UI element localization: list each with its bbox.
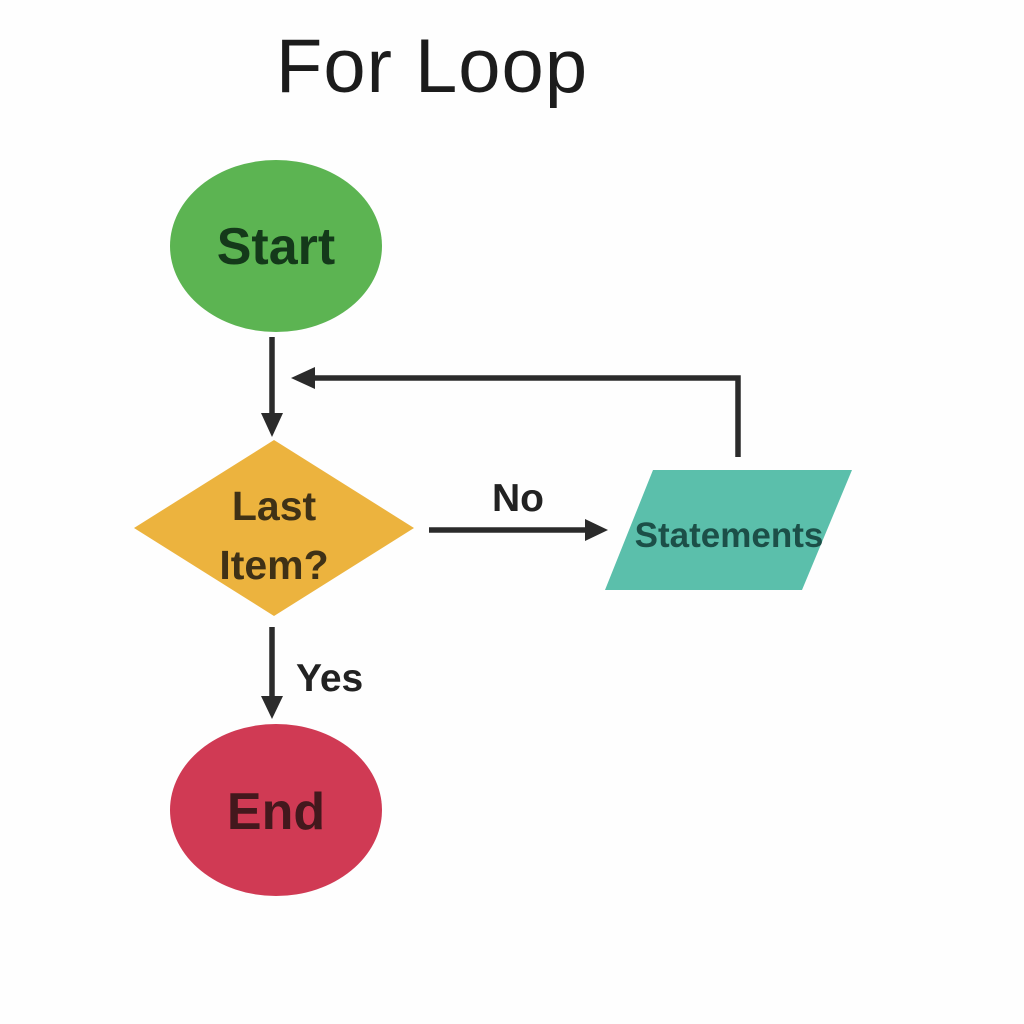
end-node-label: End (227, 783, 325, 841)
start-node: Start (170, 160, 382, 332)
end-node-shape (170, 724, 382, 896)
arrowhead-right-icon (585, 519, 608, 541)
loop-back-edge (291, 367, 741, 457)
no-arrow: No (429, 477, 608, 541)
arrowhead-left-icon (291, 367, 315, 389)
decision-node: Last Item? (134, 440, 414, 616)
no-edge-label: No (492, 477, 544, 520)
process-node: Statements (605, 470, 852, 590)
diagram-title: For Loop (276, 24, 588, 109)
decision-label-line2: Item? (219, 542, 328, 588)
yes-edge-label: Yes (296, 657, 363, 700)
yes-arrow: Yes (261, 627, 363, 719)
start-node-shape (170, 160, 382, 332)
process-node-shape (605, 470, 852, 590)
arrowhead-down-icon (261, 696, 283, 719)
process-node-label: Statements (635, 516, 824, 555)
end-node: End (170, 724, 382, 896)
loop-back-line (305, 375, 741, 457)
decision-label-line1: Last (232, 483, 317, 529)
arrow-start-to-decision (261, 337, 283, 437)
arrowhead-down-icon (261, 413, 283, 437)
decision-node-shape (134, 440, 414, 616)
start-node-label: Start (217, 218, 335, 276)
